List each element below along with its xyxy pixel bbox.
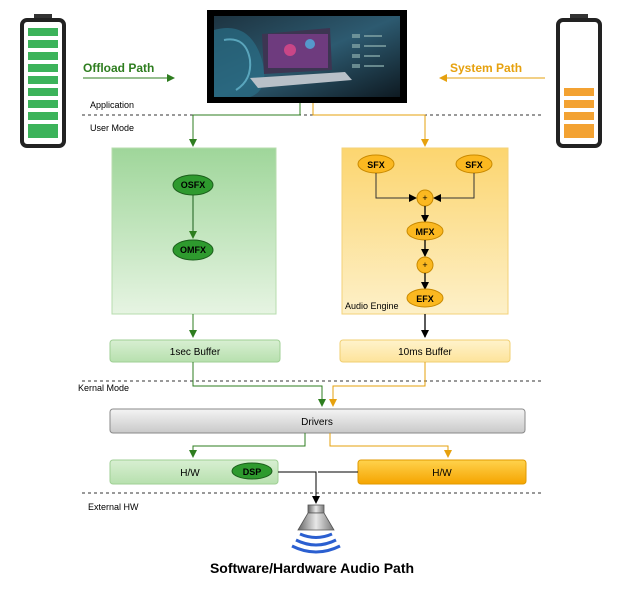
svg-text:SFX: SFX bbox=[465, 160, 483, 170]
application-screenshot bbox=[207, 10, 407, 103]
offload-hw-to-speaker-connector bbox=[278, 471, 320, 504]
offload-buffer-to-drivers-connector bbox=[192, 362, 326, 407]
battery-orange-icon bbox=[556, 14, 602, 148]
drivers-to-offload-hw-connector bbox=[189, 433, 306, 458]
svg-text:DSP: DSP bbox=[243, 467, 262, 477]
offload-panel bbox=[111, 147, 277, 315]
system-hw-box: H/W bbox=[357, 459, 527, 485]
svg-text:1sec Buffer: 1sec Buffer bbox=[170, 347, 221, 358]
offload-buffer-box: 1sec Buffer bbox=[109, 339, 281, 363]
svg-text:OSFX: OSFX bbox=[181, 180, 206, 190]
svg-text:H/W: H/W bbox=[432, 468, 452, 479]
svg-text:Drivers: Drivers bbox=[301, 417, 333, 428]
drivers-to-system-hw-connector bbox=[329, 433, 452, 458]
user-mode-label: User Mode bbox=[90, 123, 134, 133]
external-hw-label: External HW bbox=[88, 502, 139, 512]
application-label: Application bbox=[90, 100, 134, 110]
svg-text:H/W: H/W bbox=[180, 468, 200, 479]
svg-text:+: + bbox=[422, 193, 427, 203]
system-buffer-to-drivers-connector bbox=[329, 362, 426, 407]
sfx-right-to-mixer-arrow bbox=[433, 173, 475, 202]
sfx-right-node: SFX bbox=[455, 154, 493, 174]
system-path-label: System Path bbox=[450, 61, 522, 75]
omfx-node: OMFX bbox=[172, 239, 214, 261]
kernel-mode-label: Kernal Mode bbox=[78, 383, 129, 393]
svg-text:+: + bbox=[422, 260, 427, 270]
svg-text:OMFX: OMFX bbox=[180, 245, 206, 255]
mfx-node: MFX bbox=[406, 221, 444, 241]
svg-text:10ms Buffer: 10ms Buffer bbox=[398, 347, 452, 358]
dsp-node: DSP bbox=[231, 462, 273, 480]
osfx-node: OSFX bbox=[172, 174, 214, 196]
offload-entry-connector bbox=[189, 103, 301, 147]
diagram-title: Software/Hardware Audio Path bbox=[210, 560, 414, 576]
drivers-box: Drivers bbox=[109, 408, 526, 434]
svg-text:EFX: EFX bbox=[416, 294, 434, 304]
sfx-left-node: SFX bbox=[357, 154, 395, 174]
mixer-1-node: + bbox=[416, 189, 434, 207]
offload-path-label: Offload Path bbox=[83, 61, 154, 75]
system-entry-connector bbox=[312, 103, 429, 147]
svg-text:MFX: MFX bbox=[416, 227, 435, 237]
battery-green-icon bbox=[20, 14, 66, 148]
mixer-2-node: + bbox=[416, 256, 434, 274]
audio-engine-label: Audio Engine bbox=[345, 301, 399, 311]
efx-node: EFX bbox=[406, 288, 444, 308]
svg-text:SFX: SFX bbox=[367, 160, 385, 170]
system-buffer-box: 10ms Buffer bbox=[339, 339, 511, 363]
speaker-icon bbox=[291, 504, 341, 554]
sfx-left-to-mixer-arrow bbox=[375, 173, 417, 202]
